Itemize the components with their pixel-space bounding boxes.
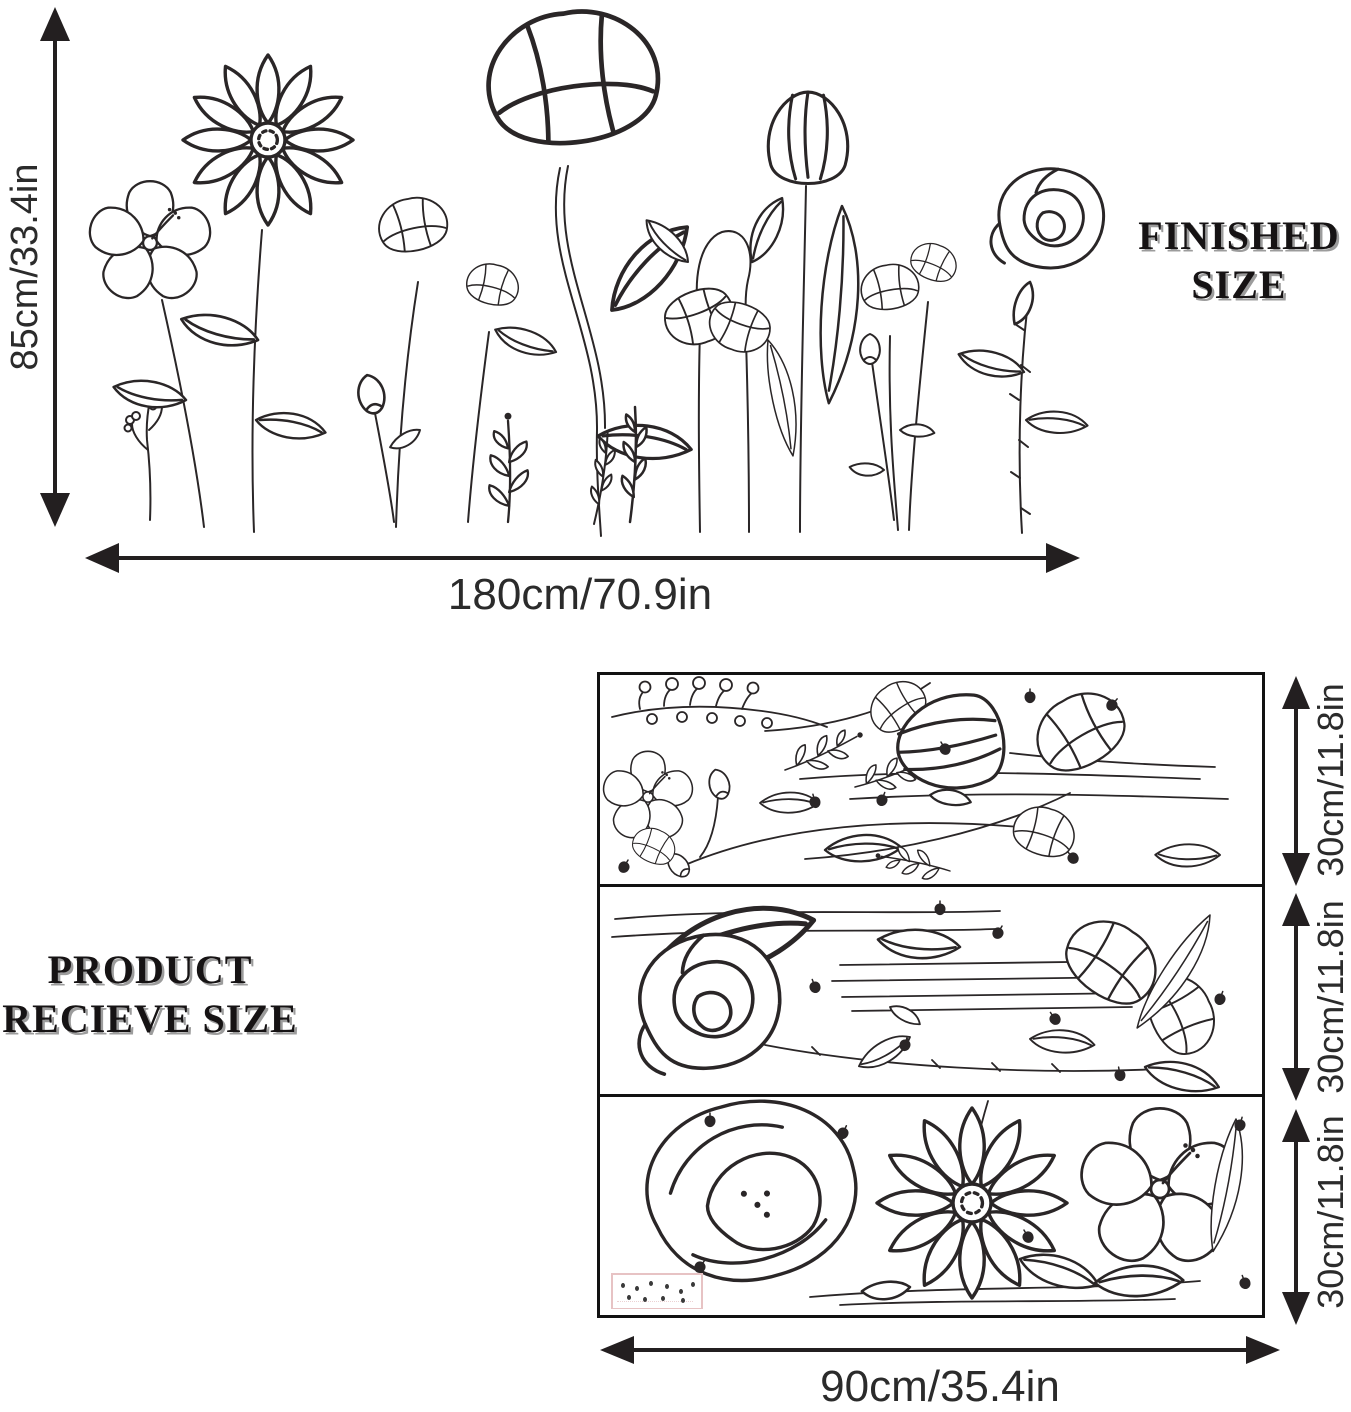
sheet2-height-label: 30cm/11.8in — [1310, 900, 1351, 1094]
hellebore-flowers — [640, 192, 799, 533]
product-sheet-2 — [600, 887, 1262, 1097]
berry-sprig — [123, 391, 169, 521]
finished-size-flower-art — [80, 0, 1110, 537]
product-receive-size-title: PRODUCT RECIEVE SIZE — [0, 946, 300, 1044]
tulip-flower — [761, 90, 869, 533]
finished-height-label: 85cm/33.4in — [3, 163, 46, 371]
hibiscus-flower — [84, 181, 216, 528]
finished-size-title-line1: FINISHED — [1138, 213, 1340, 258]
finished-width-arrow — [85, 543, 1080, 573]
sheet3-height-arrow — [1282, 1109, 1310, 1325]
product-sheet-1 — [600, 675, 1262, 887]
rose-flower — [954, 161, 1110, 534]
product-receive-title-line2: RECIEVE SIZE — [2, 995, 298, 1041]
fern-sprig — [488, 411, 530, 524]
small-poppies-right — [847, 236, 963, 531]
sheet1-height-label: 30cm/11.8in — [1310, 683, 1351, 877]
daisy-flower — [176, 55, 353, 533]
product-sheet-3 — [600, 1097, 1262, 1309]
sheet1-art — [600, 675, 1229, 884]
finished-width-label: 180cm/70.9in — [447, 570, 713, 619]
received-width-label: 90cm/35.4in — [820, 1362, 1060, 1411]
finished-size-title-line2: SIZE — [1191, 261, 1287, 307]
product-sheets-stack — [597, 672, 1265, 1318]
brand-watermark — [611, 1273, 703, 1309]
sheet2-height-arrow — [1282, 893, 1310, 1101]
sheet1-height-arrow — [1282, 676, 1310, 886]
finished-size-title: FINISHED SIZE — [1124, 212, 1351, 310]
sheet2-art — [611, 887, 1229, 1094]
sheet3-art — [631, 1097, 1254, 1306]
small-poppies-left — [353, 190, 524, 528]
sheet3-height-label: 30cm/11.8in — [1310, 1115, 1351, 1309]
received-width-arrow — [600, 1336, 1280, 1364]
product-receive-title-line1: PRODUCT — [47, 947, 253, 992]
